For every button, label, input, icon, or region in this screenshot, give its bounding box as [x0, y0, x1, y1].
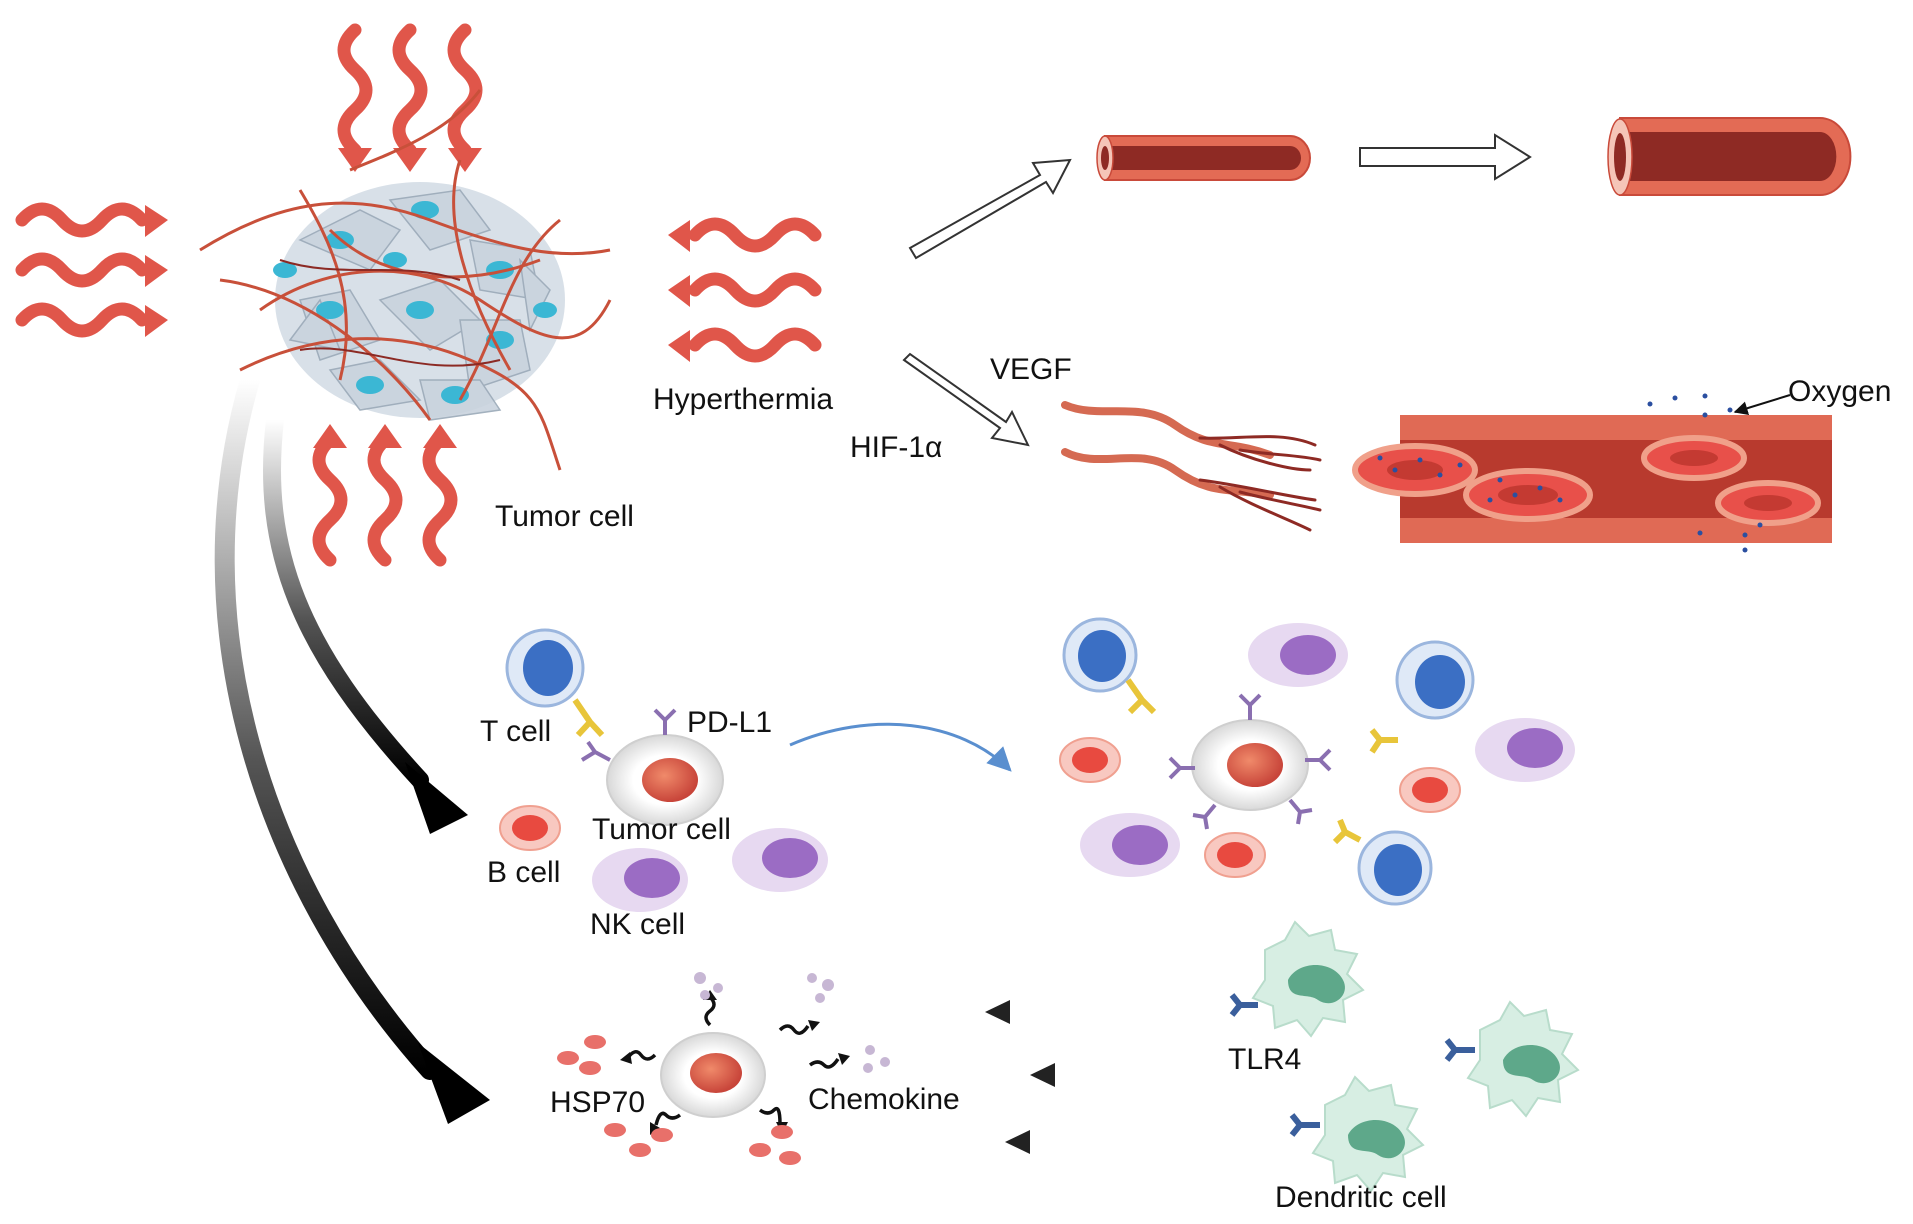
- heat-wave-icon: [15, 302, 149, 338]
- label-nk-cell: NK cell: [590, 908, 686, 941]
- hollow-arrow-right: [1359, 133, 1532, 181]
- oxygen-dots: [1377, 393, 1763, 553]
- tlr4-icon: [1289, 1113, 1320, 1137]
- heat-wave-icon: [337, 23, 373, 157]
- b-cell-icon: [1059, 737, 1121, 783]
- b-cell-icon: [1399, 767, 1461, 813]
- heat-wave-icon: [392, 23, 428, 157]
- label-dendritic-cell: Dendritic cell: [1275, 1181, 1447, 1214]
- heat-waves-right-heads: [668, 220, 690, 362]
- hollow-arrow-icon: [908, 158, 1072, 260]
- oxygen-pointer: [1733, 394, 1791, 415]
- heat-wave-icon: [312, 433, 348, 567]
- label-tlr4: TLR4: [1228, 1043, 1302, 1076]
- dendritic-cell-icon: [1229, 920, 1365, 1038]
- blood-vessel-narrow: [1096, 135, 1311, 181]
- antibody-icon: [1332, 818, 1362, 845]
- t-cell-icon: [1062, 617, 1157, 715]
- tlr4-icon: [1229, 993, 1258, 1017]
- nk-cell-icon: [732, 828, 828, 892]
- immune-right: [1059, 617, 1575, 906]
- t-cell-icon: [505, 628, 605, 738]
- immune-activation-arrow: [789, 722, 1012, 772]
- heat-waves-bottom-heads: [313, 424, 457, 448]
- nk-cell-icon: [1080, 813, 1180, 877]
- tumor-cell-icon: [606, 734, 724, 826]
- label-tumor-cell-mid: Tumor cell: [592, 813, 731, 846]
- immune-left: [499, 628, 828, 912]
- tumor-release: [557, 972, 890, 1165]
- dendritic-cell-icon: [1289, 1075, 1425, 1193]
- hollow-arrow-down: [902, 352, 1030, 447]
- dendritic-cell-icon: [1444, 1000, 1580, 1118]
- t-cell-icon: [1369, 640, 1475, 754]
- tlr4-icon: [1444, 1038, 1475, 1062]
- chemokine-dots: [694, 972, 890, 1073]
- curved-arrow-to-dc: [214, 370, 490, 1124]
- heat-waves-top: [337, 23, 483, 157]
- tumor-spheroid-icon: [199, 89, 612, 471]
- heat-wave-icon: [688, 217, 822, 253]
- label-chemokine: Chemokine: [808, 1083, 960, 1116]
- antibody-icon: [572, 698, 605, 738]
- hollow-arrow-up: [908, 158, 1072, 260]
- label-hyperthermia: Hyperthermia: [653, 383, 834, 416]
- heat-waves-right: [688, 217, 822, 363]
- heat-waves-left-heads: [145, 205, 168, 337]
- heat-waves-left: [15, 202, 149, 338]
- heat-wave-icon: [367, 433, 403, 567]
- heat-wave-icon: [422, 433, 458, 567]
- heat-wave-icon: [688, 272, 822, 308]
- heat-wave-icon: [15, 202, 149, 238]
- hollow-arrow-icon: [902, 352, 1030, 447]
- blood-vessel-oxygen: [1352, 393, 1832, 553]
- label-vegf: VEGF: [990, 353, 1072, 386]
- label-hsp70: HSP70: [550, 1086, 646, 1119]
- label-t-cell: T cell: [480, 715, 552, 748]
- b-cell-icon: [1204, 832, 1266, 878]
- heat-waves-top-heads: [338, 148, 482, 172]
- dc-arrows: [985, 1000, 1270, 1154]
- hsp70-dots: [557, 1035, 801, 1165]
- nk-cell-icon: [1475, 718, 1575, 782]
- capillary-icon: [1061, 401, 1322, 532]
- heat-wave-icon: [15, 252, 149, 288]
- b-cell-icon: [499, 805, 561, 851]
- nk-cell-icon: [592, 848, 688, 912]
- tumor-cell-icon: [660, 1032, 766, 1118]
- tumor-cell-icon: [1191, 719, 1309, 811]
- label-oxygen: Oxygen: [1788, 375, 1892, 408]
- label-hif: HIF-1α: [850, 431, 943, 464]
- receptor-icon: [580, 708, 677, 762]
- label-pd-l1: PD-L1: [687, 706, 773, 739]
- heat-wave-icon: [688, 327, 822, 363]
- red-blood-cells: [1352, 435, 1821, 526]
- label-tumor-cell-top: Tumor cell: [495, 500, 634, 533]
- release-arrows: [625, 995, 840, 1126]
- antibody-icon: [1125, 678, 1157, 715]
- t-cell-icon: [1332, 818, 1433, 906]
- label-b-cell: B cell: [487, 856, 561, 889]
- curved-arrow-to-immune: [263, 411, 468, 834]
- heat-waves-bottom: [312, 433, 458, 567]
- nk-cell-icon: [1248, 623, 1348, 687]
- heat-wave-icon: [447, 23, 483, 157]
- hollow-arrow-icon: [1359, 133, 1532, 181]
- blood-vessel-dilated: [1607, 117, 1852, 196]
- antibody-icon: [1369, 728, 1398, 754]
- receptor-icon: [1168, 693, 1332, 830]
- dendritic-cells: [1229, 920, 1580, 1193]
